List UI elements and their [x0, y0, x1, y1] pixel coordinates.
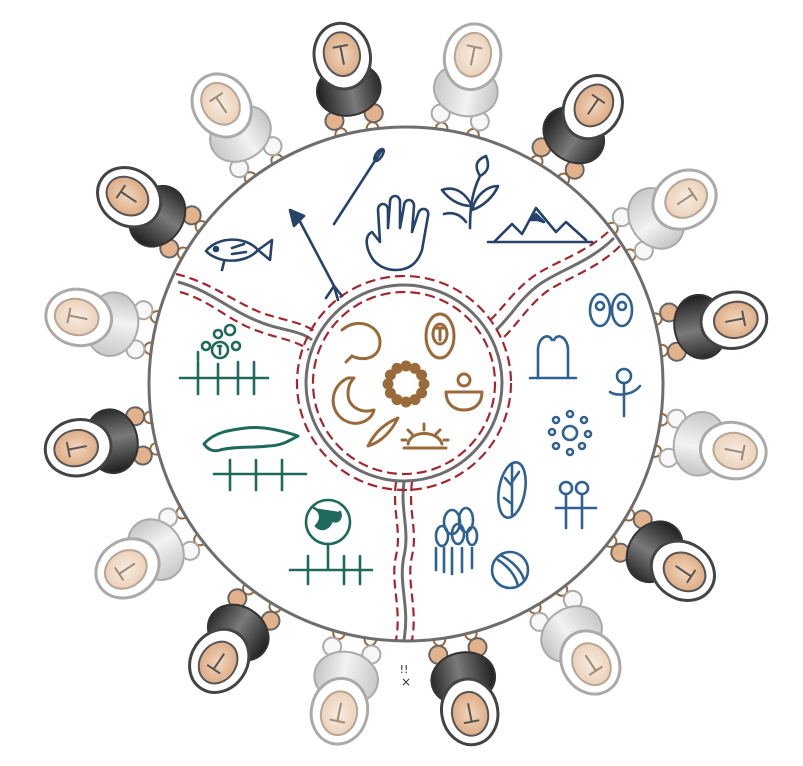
- bottom-mark-x: ×: [401, 675, 411, 689]
- person-figure: [423, 629, 507, 750]
- person-figure: [426, 18, 511, 140]
- person-figure: [40, 279, 162, 364]
- bottom-mark: !! ×: [400, 663, 411, 689]
- person-figure: [301, 628, 386, 750]
- person-figure: [651, 283, 772, 367]
- bead: [416, 370, 427, 381]
- person-figure: [305, 18, 389, 139]
- person-figure: [650, 404, 772, 489]
- person-figure: [40, 401, 161, 485]
